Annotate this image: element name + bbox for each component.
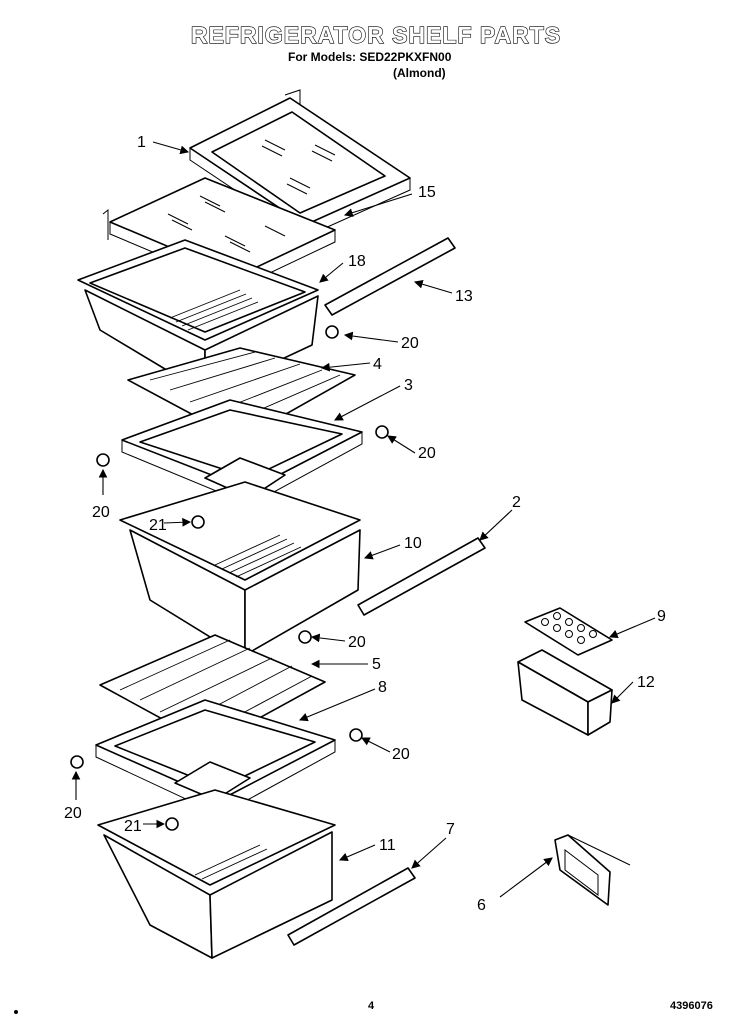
callout-20: 20: [348, 634, 366, 651]
callout-8: 8: [378, 679, 387, 696]
bracket-6: [554, 834, 631, 906]
callout-6: 6: [477, 897, 486, 914]
callout-12: 12: [637, 674, 655, 691]
callout-9: 9: [657, 608, 666, 625]
callout-labels: 1 15 18 13 20 4 3 20 20 2 21 10 20 9 5 1…: [64, 134, 666, 914]
callout-13: 13: [455, 288, 473, 305]
callout-11: 11: [379, 837, 396, 854]
clip-parts: [70, 325, 389, 831]
glass-shelf-upper: [189, 89, 411, 238]
callout-20: 20: [392, 746, 410, 763]
callout-5: 5: [372, 656, 381, 673]
wire-shelf-5: [99, 634, 326, 746]
upper-crisper-drawer: [77, 239, 319, 396]
trim-strip-2: [357, 537, 486, 616]
callout-10: 10: [404, 535, 422, 552]
lower-crisper-drawer: [97, 789, 336, 959]
leader-lines: [71, 141, 656, 898]
dairy-bin: [517, 649, 613, 736]
models-line: For Models: SED22PKXFN00: [288, 50, 452, 64]
page-title: REFRIGERATOR SHELF PARTS: [190, 21, 562, 48]
cover-frame-3: [121, 399, 363, 506]
scan-dot: [14, 1010, 18, 1014]
callout-1: 1: [137, 134, 146, 151]
callout-20: 20: [418, 445, 436, 462]
page-number: 4: [368, 1000, 375, 1012]
callout-2: 2: [512, 494, 521, 511]
trim-strip-7: [287, 867, 416, 946]
color-line: (Almond): [393, 66, 446, 80]
egg-tray: [524, 607, 613, 656]
trim-strip-13: [324, 237, 456, 316]
callout-20: 20: [401, 335, 419, 352]
document-number: 4396076: [670, 1000, 713, 1012]
callout-3: 3: [404, 377, 413, 394]
callout-21: 21: [149, 517, 167, 534]
callout-15: 15: [418, 184, 436, 201]
callout-4: 4: [373, 356, 382, 373]
callout-7: 7: [446, 821, 455, 838]
callout-20: 20: [64, 805, 82, 822]
cover-frame-8: [95, 699, 336, 816]
callout-21: 21: [124, 818, 142, 835]
callout-18: 18: [348, 253, 366, 270]
callout-20: 20: [92, 504, 110, 521]
middle-crisper-drawer: [119, 481, 361, 656]
